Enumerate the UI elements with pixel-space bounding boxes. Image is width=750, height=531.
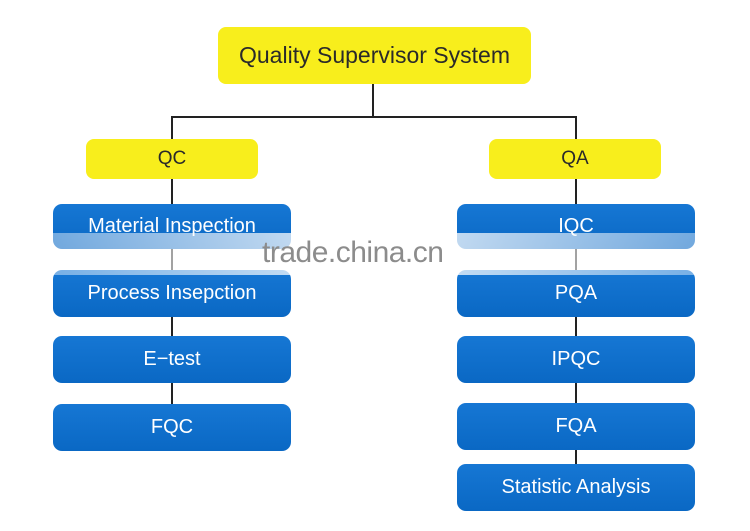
watermark-band (0, 233, 750, 275)
connector-qa-column (575, 178, 577, 470)
qc-item-e-test: E−test (53, 336, 291, 383)
connector-to-qa (575, 116, 577, 139)
qc-item-label: FQC (150, 416, 194, 438)
qc-item-label: E−test (143, 348, 201, 370)
qa-item-label: FQA (555, 415, 597, 437)
qc-item-fqc: FQC (53, 404, 291, 451)
qa-item-label: Statistic Analysis (501, 476, 651, 498)
qa-item-pqa: PQA (457, 270, 695, 317)
qc-node: QC (86, 139, 258, 179)
qc-item-process-inspection: Process Insepction (53, 270, 291, 317)
qc-item-label: Process Insepction (87, 282, 257, 304)
qc-item-label: Material Inspection (88, 215, 256, 237)
root-node-label: Quality Supervisor System (239, 42, 510, 68)
qc-node-label: QC (157, 148, 187, 169)
connector-to-qc (171, 116, 173, 139)
qa-item-fqa: FQA (457, 403, 695, 450)
qa-item-label: IPQC (551, 348, 601, 370)
qa-node-label: QA (561, 148, 589, 169)
connector-horizontal (171, 116, 577, 118)
qa-item-label: PQA (554, 282, 598, 304)
qa-item-label: IQC (558, 215, 594, 237)
connector-root-down (372, 84, 374, 117)
root-node: Quality Supervisor System (218, 27, 531, 84)
qa-node: QA (489, 139, 661, 179)
watermark-text: trade.china.cn (262, 236, 444, 269)
qa-item-statistic-analysis: Statistic Analysis (457, 464, 695, 511)
qa-item-ipqc: IPQC (457, 336, 695, 383)
